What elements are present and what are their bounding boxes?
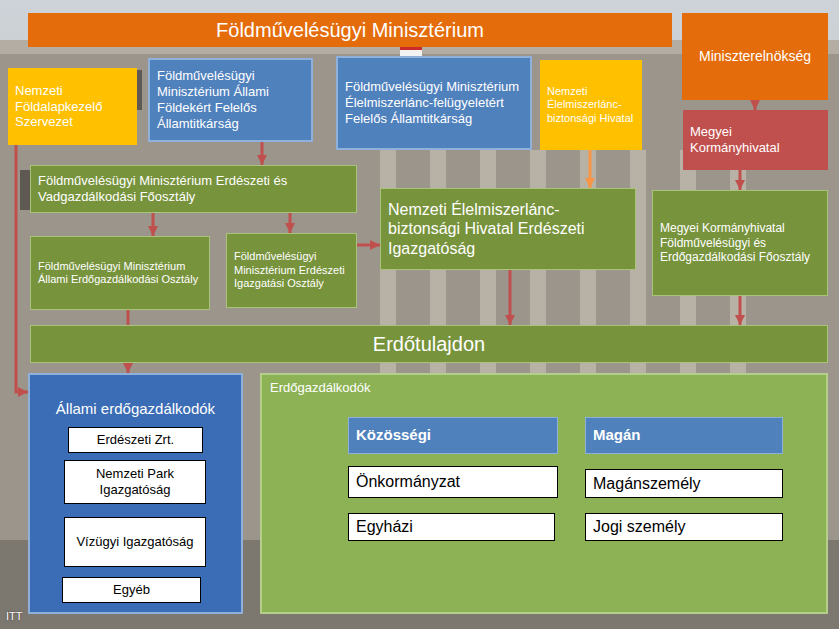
connector-arrow <box>16 145 28 392</box>
box-label: Magán <box>593 426 641 444</box>
secretariat-box: Földművelésügyi Minisztérium Állami Föld… <box>148 58 313 142</box>
box-label: Nemzeti Földalapkezelő Szervezet <box>15 83 130 131</box>
connector-arrow <box>754 100 757 110</box>
ownership-band: Erdőtulajdon <box>30 325 828 363</box>
department-box: Földművelésügyi Minisztérium Erdészeti é… <box>30 165 357 213</box>
item-box: Egyházi <box>348 513 555 541</box>
item-box: Erdészeti Zrt. <box>68 427 203 453</box>
category-box: Közösségi <box>348 417 558 454</box>
box-label: Jogi személy <box>593 517 685 537</box>
box-label: Földművelésügyi Minisztérium Állami Erdő… <box>38 260 202 287</box>
department-box: Földművelésügyi Minisztérium Erdészeti I… <box>226 233 357 308</box>
box-label: Földművelésügyi Minisztérium Élelmiszerl… <box>345 79 523 127</box>
box-label: Erdőtulajdon <box>373 332 485 356</box>
item-box: Jogi személy <box>585 513 783 541</box>
box-label: Egyházi <box>356 517 413 537</box>
secretariat-box: Földművelésügyi Minisztérium Élelmiszerl… <box>336 56 532 150</box>
item-box: Egyéb <box>62 577 201 603</box>
department-box: Megyei Kormányhivatal Földművelésügyi és… <box>652 190 828 296</box>
directorate-box: Nemzeti Élelmiszerlánc-biztonsági Hivata… <box>380 188 636 270</box>
box-label: Földművelésügyi Minisztérium Erdészeti I… <box>234 250 349 290</box>
connector-arrow <box>357 244 380 247</box>
connector-arrow <box>589 150 592 188</box>
office-box: Miniszterelnökség <box>682 13 828 100</box>
connector-arrow <box>261 142 264 165</box>
box-label: Vízügyi Igazgatóság <box>76 534 193 550</box>
box-label: Önkormányzat <box>356 472 460 492</box>
box-label: Földművelésügyi Minisztérium <box>216 18 484 42</box>
watermark: ITT <box>6 610 23 622</box>
box-label: Nemzeti Élelmiszerlánc-biztonsági Hivata… <box>388 200 628 259</box>
connector-arrow <box>739 296 742 325</box>
box-label: Erdőgazdálkodók <box>270 380 370 396</box>
box-label: Nemzeti Park Igazgatóság <box>71 466 199 498</box>
box-label: Földművelésügyi Minisztérium Erdészeti é… <box>38 173 349 205</box>
connector-arrow <box>289 213 292 233</box>
department-box: Földművelésügyi Minisztérium Állami Erdő… <box>30 236 210 310</box>
category-box: Magán <box>585 417 783 454</box>
box-label: Megyei Kormányhivatal Földművelésügyi és… <box>660 221 820 265</box>
group-panel: ErdőgazdálkodókKözösségi MagánÖnkormányza… <box>260 373 828 614</box>
box-label: Magánszemély <box>593 474 701 494</box>
item-box: Nemzeti Park Igazgatóság <box>64 460 206 504</box>
box-label: Közösségi <box>356 426 431 444</box>
agency-box: Nemzeti Földalapkezelő Szervezet <box>8 68 137 145</box>
box-label: Állami erdőgazdálkodók <box>56 400 215 418</box>
box-label: Miniszterelnökség <box>699 48 811 65</box>
office-box: Megyei Kormányhivatal <box>683 110 828 170</box>
connector-arrow <box>509 270 512 325</box>
group-panel: Állami erdőgazdálkodókErdészeti Zrt. Nemz… <box>28 373 243 614</box>
ministry-bar: Földművelésügyi Minisztérium <box>28 13 672 47</box>
connector-arrow <box>739 170 742 190</box>
box-label: Erdészeti Zrt. <box>97 432 174 448</box>
agency-box: Nemzeti Élelmiszerlánc-biztonsági Hivata… <box>540 60 642 150</box>
box-label: Nemzeti Élelmiszerlánc-biztonsági Hivata… <box>547 85 635 125</box>
item-box: Magánszemély <box>585 469 783 498</box>
connector-arrow <box>152 213 155 236</box>
box-label: Egyéb <box>113 582 150 598</box>
box-label: Megyei Kormányhivatal <box>690 124 821 156</box>
item-box: Vízügyi Igazgatóság <box>64 517 206 567</box>
box-label: Földművelésügyi Minisztérium Állami Föld… <box>157 68 304 131</box>
item-box: Önkormányzat <box>348 466 558 498</box>
